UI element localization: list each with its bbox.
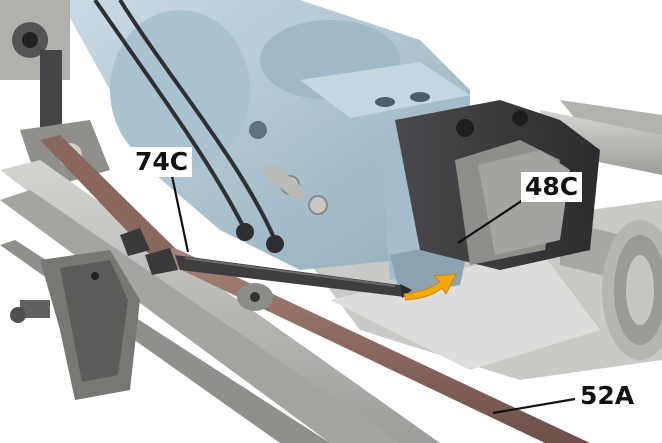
beam-bracket [10,250,140,400]
curved-arrow-icon [403,273,457,301]
leader-line-74c [170,175,190,253]
callout-48c: 48C [521,172,583,202]
leader-lines [170,175,576,415]
leader-line-52a [492,397,576,415]
callout-52a: 52A [576,381,639,411]
shift-cables [93,0,284,253]
exhaust-pipe [40,135,590,443]
dark-housing [395,100,600,270]
leader-line-48c [457,199,524,244]
cable-end [120,228,412,298]
drive-drum [602,220,662,360]
callout-74c: 74C [131,147,193,177]
